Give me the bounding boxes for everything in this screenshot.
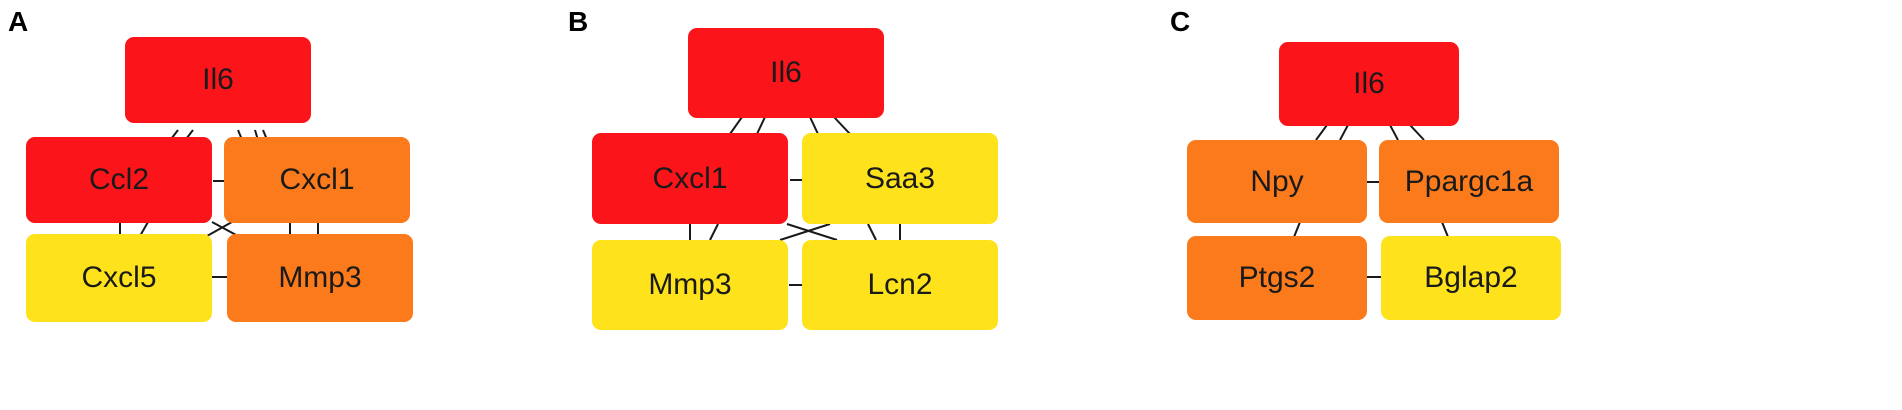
node-bglap2: Bglap2 — [1381, 236, 1561, 320]
edge — [1409, 124, 1425, 141]
edge-layer — [689, 116, 901, 286]
edge — [779, 223, 831, 241]
node-cxcl1: Cxcl1 — [224, 137, 410, 223]
panel-b: B Il6 Cxcl1 Saa3 Mmp3 Lcn2 — [568, 6, 998, 330]
edge — [709, 223, 719, 241]
edge — [729, 116, 743, 135]
edge — [206, 221, 233, 237]
panel-label: A — [8, 6, 29, 37]
node-mmp3: Mmp3 — [227, 234, 413, 322]
edge — [1441, 221, 1449, 238]
node-il6: Il6 — [125, 37, 311, 123]
node-il6: Il6 — [1279, 42, 1459, 126]
node-mmp3: Mmp3 — [592, 240, 788, 330]
node-cxcl5: Cxcl5 — [26, 234, 212, 322]
edge — [1339, 124, 1349, 141]
edge — [1293, 221, 1301, 238]
node-saa3: Saa3 — [802, 133, 998, 224]
node-npy: Npy — [1187, 140, 1367, 223]
node-ccl2: Ccl2 — [26, 137, 212, 223]
edge — [211, 221, 239, 237]
edge — [867, 223, 877, 241]
edge — [756, 116, 766, 135]
panel-label: C — [1170, 6, 1191, 37]
edge — [139, 221, 149, 237]
node-cxcl1: Cxcl1 — [592, 133, 788, 224]
edge — [833, 116, 851, 135]
edge — [1315, 124, 1328, 141]
edge — [1389, 124, 1399, 141]
node-il6: Il6 — [688, 28, 884, 118]
node-ptgs2: Ptgs2 — [1187, 236, 1367, 320]
node-ppargc1a: Ppargc1a — [1379, 140, 1559, 223]
edge — [786, 223, 838, 241]
panel-label: B — [568, 6, 589, 37]
node-lcn2: Lcn2 — [802, 240, 998, 330]
panel-a: A Il6 Ccl2 Cxcl1 Cxcl5 Mmp3 — [0, 0, 640, 410]
edge — [809, 116, 819, 135]
